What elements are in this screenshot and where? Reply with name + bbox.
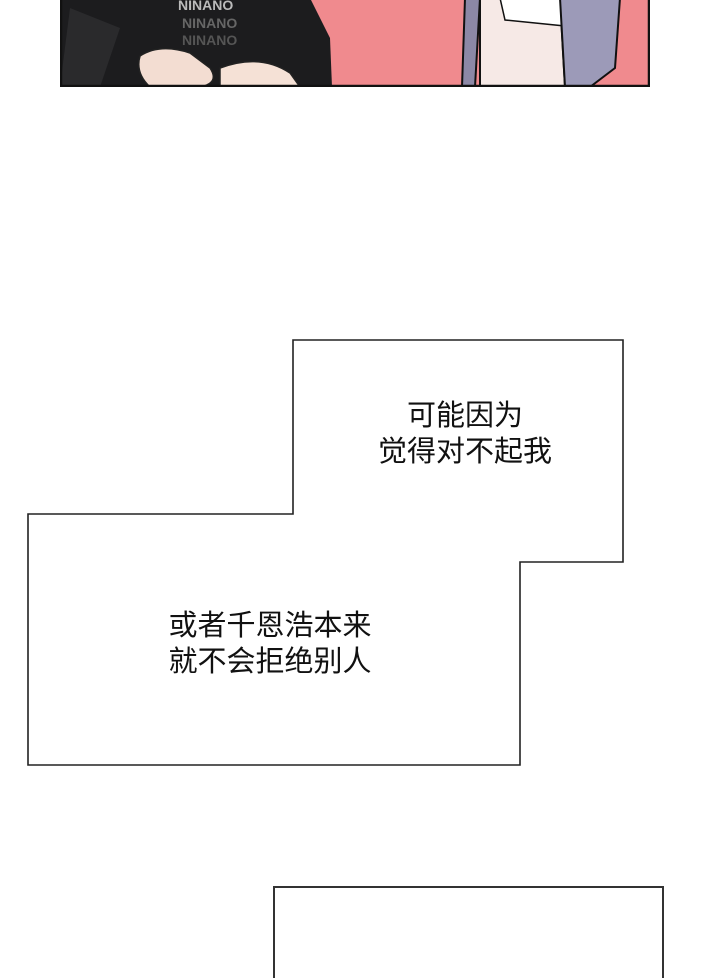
next-narration-box [273,886,664,978]
shirt-text: NINANO [178,0,233,13]
narration-text-left: 或者千恩浩本来 就不会拒绝别人 [120,607,420,679]
narration-line: 觉得对不起我 [377,434,552,468]
narration-text-right: 可能因为 觉得对不起我 [340,397,590,469]
narration-line: 或者千恩浩本来 [168,608,372,642]
shirt-text: NINANO [182,15,237,31]
comic-panel-illustration: NINANO NINANO NINANO [60,0,650,87]
narration-line: 可能因为 [406,398,523,432]
shirt-text: NINANO [182,32,237,48]
narration-line: 就不会拒绝别人 [168,644,372,678]
